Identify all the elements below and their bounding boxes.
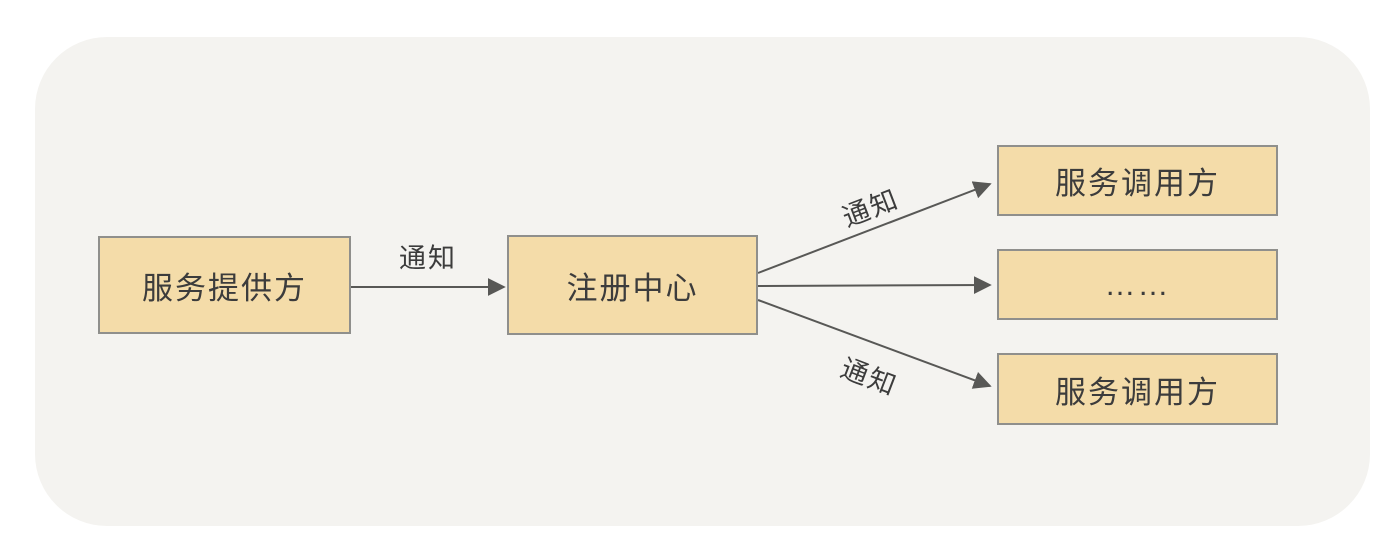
node-registry-center: 注册中心	[507, 235, 758, 335]
edge-label-notify-provider-registry: 通知	[399, 243, 457, 274]
node-service-consumer-bottom-label: 服务调用方	[1055, 374, 1220, 410]
node-service-consumer-top: 服务调用方	[997, 145, 1278, 216]
node-ellipsis: ……	[997, 249, 1278, 320]
node-ellipsis-label: ……	[1104, 266, 1171, 302]
node-service-consumer-top-label: 服务调用方	[1055, 166, 1220, 201]
node-service-consumer-bottom: 服务调用方	[997, 353, 1278, 425]
node-registry-center-label: 注册中心	[566, 270, 699, 306]
node-service-provider: 服务提供方	[98, 236, 351, 334]
node-service-provider-label: 服务提供方	[142, 270, 307, 306]
